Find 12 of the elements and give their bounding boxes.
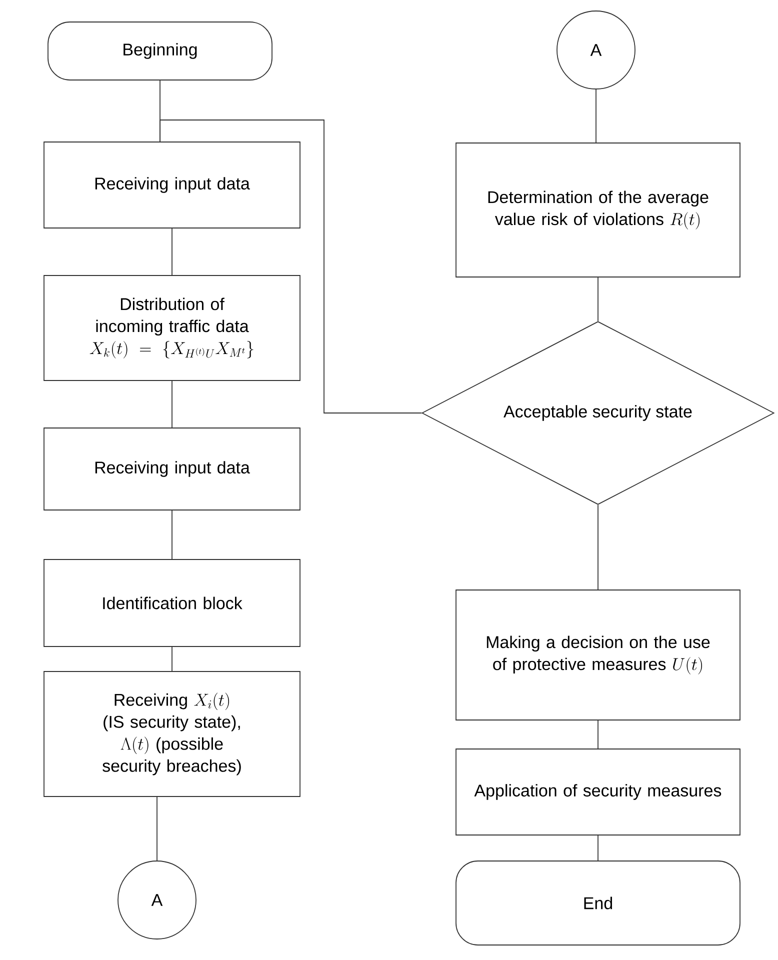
terminal-box: End (456, 860, 740, 946)
connector-line (160, 120, 422, 414)
process-box: Identification block (44, 559, 300, 647)
process-box: Application of security measures (456, 748, 740, 836)
connector-line (156, 796, 158, 861)
process-box: Making a decision on the use of protective measures $U(t)$ (456, 590, 740, 720)
process-box: Receiving $X_i(t)$ (IS security state), $\Lambda(t)$ (possible security breaches) (44, 671, 300, 797)
process-box: Receiving input data (44, 142, 300, 228)
process-box: Determination of the average value risk of violations $R(t)$ (456, 142, 740, 278)
process-box: Distribution of incoming traffic data $X_k(t) = \{X_{H^{(t)}U}X_{M^{t}}\}$ (44, 275, 300, 381)
terminal-box: Beginning (48, 22, 272, 80)
process-box: Receiving input data (44, 428, 300, 510)
